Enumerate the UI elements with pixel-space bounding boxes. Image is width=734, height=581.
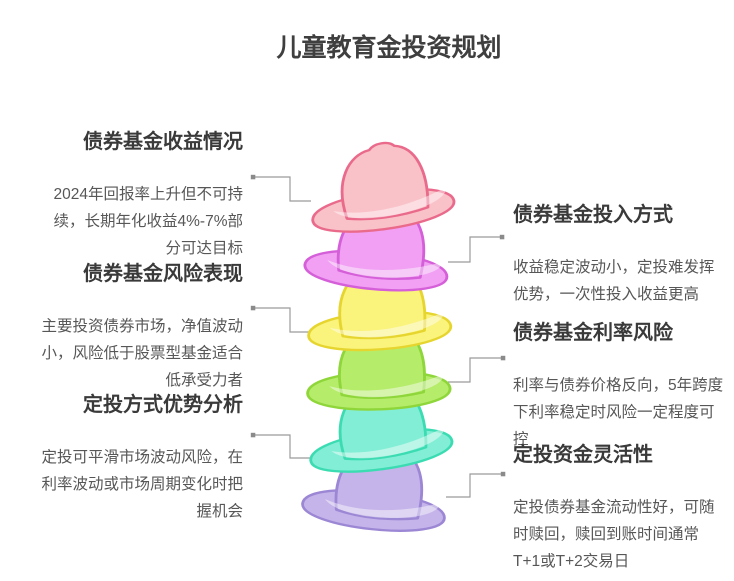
section-body: 定投可平滑市场波动风险，在利率波动或市场周期变化时把握机会 — [41, 449, 243, 520]
section-fund-liquidity: 定投资金灵活性 定投债券基金流动性好，可随时赎回，赎回到账时间通常T+1或T+2… — [513, 444, 725, 575]
section-body: 收益稳定波动小，定投难发挥优势，一次性投入收益更高 — [513, 259, 715, 303]
section-bond-fund-investment-method: 债券基金投入方式 收益稳定波动小，定投难发挥优势，一次性投入收益更高 — [513, 204, 725, 308]
connector-left-2 — [253, 307, 311, 333]
hat-stack — [299, 140, 458, 536]
section-heading: 定投资金灵活性 — [513, 444, 653, 466]
connector-left-1 — [253, 176, 311, 202]
connector-dot — [250, 174, 256, 180]
section-body: 利率与债券价格反向，5年跨度下利率稳定时风险一定程度可控 — [513, 377, 724, 448]
connector-dot — [250, 432, 256, 438]
section-interest-rate-risk: 债券基金利率风险 利率与债券价格反向，5年跨度下利率稳定时风险一定程度可控 — [513, 322, 725, 453]
section-heading: 债券基金投入方式 — [513, 204, 673, 226]
connector-right-1 — [448, 236, 502, 263]
section-body: 2024年回报率上升但不可持续，长期年化收益4%-7%部分可达目标 — [53, 186, 243, 257]
connector-dot — [250, 305, 256, 311]
section-heading: 定投方式优势分析 — [83, 394, 243, 416]
connector-dot — [500, 355, 506, 361]
connector-left-3 — [253, 434, 311, 459]
page-title: 儿童教育金投资规划 — [276, 34, 502, 62]
connector-right-3 — [446, 473, 503, 498]
section-heading: 债券基金利率风险 — [513, 322, 673, 344]
pink-hat-icon — [302, 140, 458, 241]
section-body: 主要投资债券市场，净值波动小，风险低于股票型基金适合低承受力者 — [41, 318, 243, 389]
section-bond-fund-returns: 债券基金收益情况 2024年回报率上升但不可持续，长期年化收益4%-7%部分可达… — [39, 131, 243, 262]
section-dca-advantages: 定投方式优势分析 定投可平滑市场波动风险，在利率波动或市场周期变化时把握机会 — [39, 394, 243, 525]
section-heading: 债券基金风险表现 — [83, 263, 243, 285]
section-heading: 债券基金收益情况 — [83, 131, 243, 153]
connector-dot — [499, 234, 505, 240]
connector-right-2 — [448, 357, 503, 383]
section-body: 定投债券基金流动性好，可随时赎回，赎回到账时间通常T+1或T+2交易日 — [513, 499, 715, 570]
connector-dot — [500, 471, 506, 477]
section-bond-fund-risk: 债券基金风险表现 主要投资债券市场，净值波动小，风险低于股票型基金适合低承受力者 — [39, 263, 243, 394]
